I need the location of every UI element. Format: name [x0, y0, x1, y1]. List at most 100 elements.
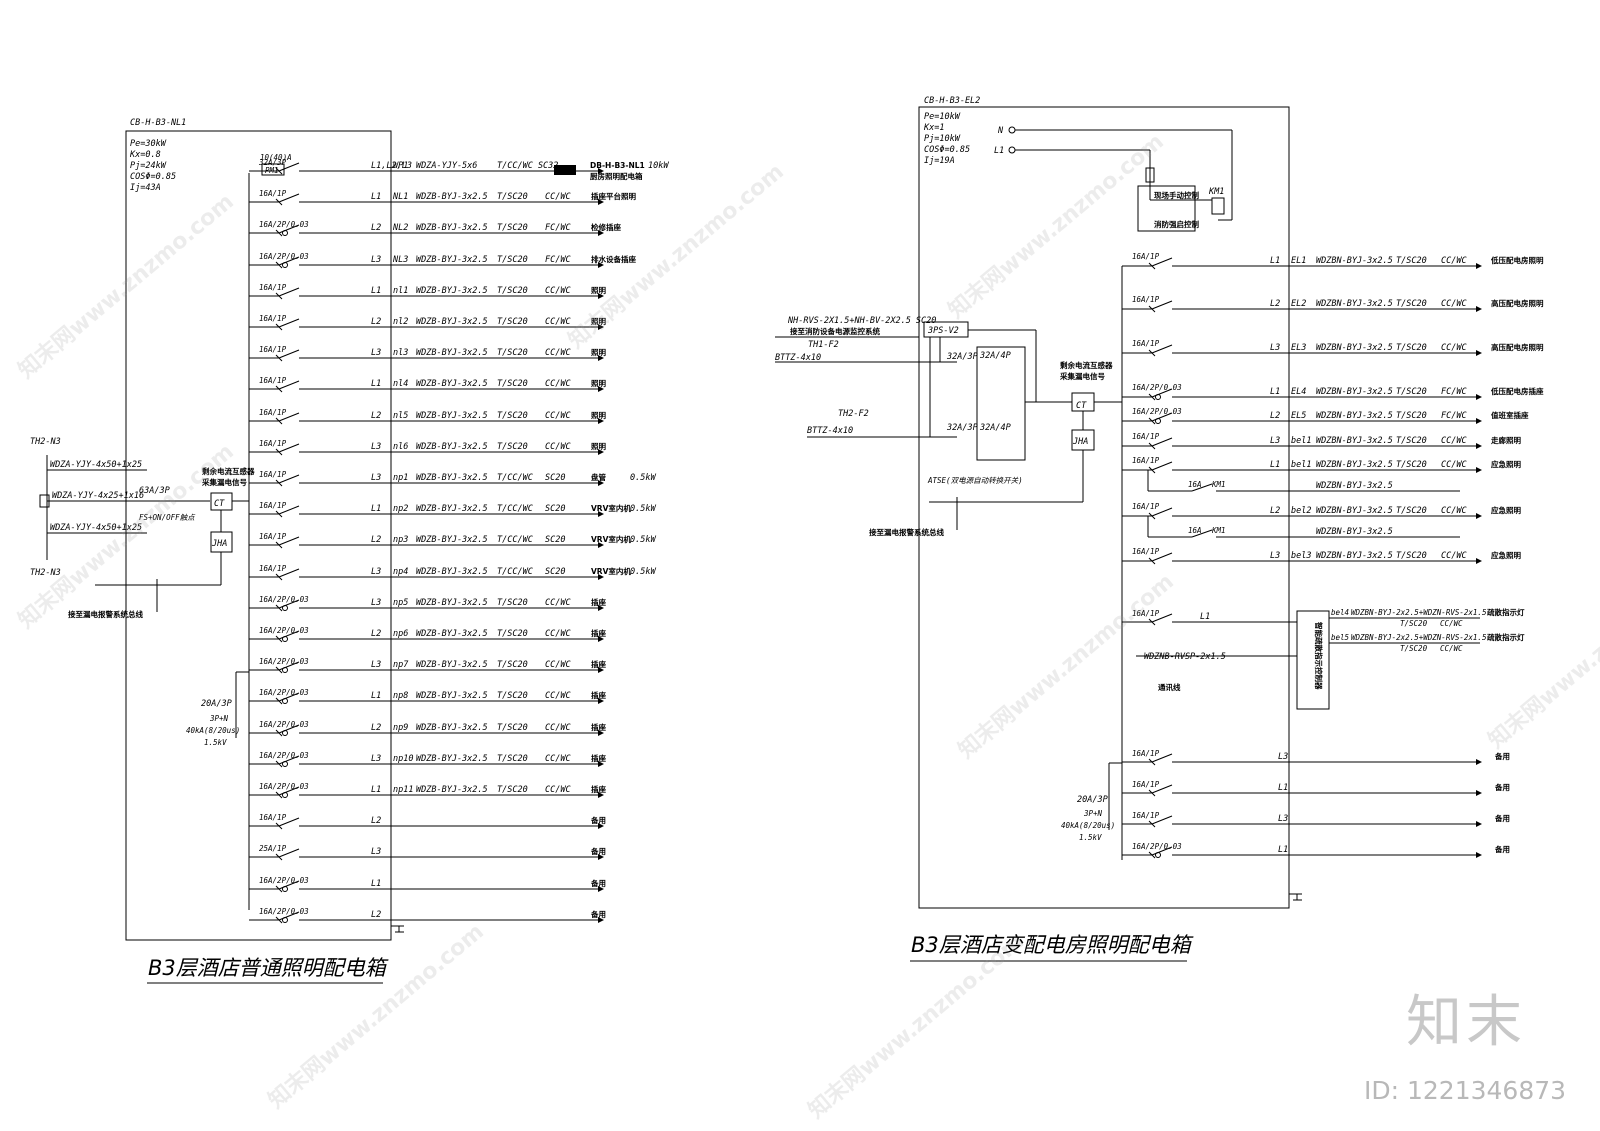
mount-spec: CC/WC — [545, 286, 571, 296]
left-incoming-cable: WDZA-YJY-4x25+1x16 — [52, 491, 144, 501]
left-main-breaker: 63A/3P — [139, 486, 170, 496]
arrow-head — [598, 636, 604, 642]
cable-spec: WDZB-BYJ-3x2.5 — [416, 567, 488, 577]
cable-spec: WDZBN-BYJ-3x2.5 — [1316, 481, 1393, 491]
circuit-use: 插座 — [591, 784, 606, 794]
rcd-symbol — [282, 262, 288, 268]
conduit-spec: T/CC/WC — [497, 504, 534, 514]
breaker-cross — [275, 760, 283, 768]
phase-label: L3 — [1278, 752, 1288, 762]
arrow-head — [1476, 759, 1482, 765]
circuit-number: np2 — [393, 504, 408, 514]
breaker-rating: 32A/3P — [258, 158, 287, 167]
cable-spec: WDZB-BYJ-3x2.5 — [416, 504, 488, 514]
breaker-switch — [278, 380, 300, 390]
phase-label: L2 — [371, 411, 381, 421]
arrow-head — [1476, 467, 1482, 473]
cable-spec: WDZB-BYJ-3x2.5 — [416, 535, 488, 545]
circuit-number: bel1 — [1291, 460, 1311, 470]
breaker-cross — [275, 261, 283, 269]
left-param: Ij=43A — [130, 183, 161, 193]
phase-label: L1 — [371, 286, 381, 296]
arrow-head — [598, 511, 604, 517]
breaker-switch — [278, 443, 300, 453]
circuit-use: 照明 — [591, 317, 606, 326]
circuit-use: 检修插座 — [591, 222, 621, 232]
circuit-power: 0.5kW — [630, 473, 656, 483]
circuit-number: nl6 — [393, 442, 408, 452]
mount-spec: CC/WC — [1441, 299, 1467, 309]
mount-spec: CC/WC — [1441, 551, 1467, 561]
breaker-rating: 16A/1P — [259, 408, 287, 417]
circuit-use: 备用 — [590, 909, 606, 919]
circuit-use: VRV室内机 — [591, 503, 631, 513]
cable-spec: WDZB-BYJ-3x2.5 — [416, 255, 488, 265]
rcd-symbol — [282, 230, 288, 236]
left-ct-label: CT — [214, 499, 225, 509]
phase-label: L3 — [371, 598, 381, 608]
phase-label: L1 — [1270, 387, 1280, 397]
left-incoming-cable: WDZA-YJY-4x50+1x25 — [50, 523, 142, 533]
breaker-cross — [275, 853, 283, 861]
cable-spec: WDZBN-BYJ-3x2.5 — [1316, 411, 1393, 421]
ats-rating: 32A/4P — [979, 351, 1011, 361]
meter-box — [261, 163, 285, 176]
cable-spec: WDZBN-BYJ-2x2.5+WDZN-RVS-2x1.5 — [1351, 633, 1487, 642]
mount-spec: CC/WC — [545, 348, 571, 358]
breaker-rating: 16A/1P — [1132, 432, 1160, 441]
cable-spec: WDZB-BYJ-3x2.5 — [416, 473, 488, 483]
arrow-head — [1476, 558, 1482, 564]
breaker-cross — [275, 292, 283, 300]
conduit-spec: T/CC/WC — [497, 567, 534, 577]
conduit-spec: T/SC20 — [1396, 411, 1427, 421]
phase-label: L2 — [371, 535, 381, 545]
circuit-use: 照明 — [591, 348, 606, 357]
arrow-head — [598, 324, 604, 330]
mount-spec: FC/WC — [1441, 387, 1467, 397]
arrow-head — [598, 854, 604, 860]
cable-spec: WDZB-BYJ-3x2.5 — [416, 629, 488, 639]
breaker-rating: 16A/1P — [259, 532, 287, 541]
left-param: Pj=24kW — [130, 161, 167, 171]
phase-label: L3 — [371, 473, 381, 483]
cable-spec: WDZBN-BYJ-3x2.5 — [1316, 460, 1393, 470]
circuit-use: 备用 — [1494, 782, 1510, 792]
conduit-spec: T/SC20 — [497, 691, 528, 701]
breaker-cross — [1148, 393, 1156, 401]
contactor-switch — [1191, 483, 1213, 492]
right-rcd-note: 采集漏电信号 — [1059, 371, 1105, 381]
conduit-spec: T/CC/WC SC32 — [497, 161, 558, 171]
circuit-number: nl2 — [393, 317, 408, 327]
right-param: Pe=10kW — [924, 112, 961, 122]
conduit-spec: T/SC20 — [497, 379, 528, 389]
conduit-spec: T/CC/WC — [497, 535, 534, 545]
circuit-number: nl3 — [393, 348, 408, 358]
phase-label: L3 — [371, 847, 381, 857]
breaker-rating: 16A/1P — [1132, 502, 1160, 511]
circuit-use: 低压配电房插座 — [1490, 386, 1544, 396]
mount-spec: CC/WC — [545, 317, 571, 327]
breaker-cross — [275, 385, 283, 393]
breaker-cross — [1148, 557, 1156, 565]
cable-spec: WDZB-BYJ-3x2.5 — [416, 379, 488, 389]
circuit-use: 高压配电房照明 — [1491, 298, 1544, 308]
contactor-label: KM1 — [1211, 526, 1226, 535]
phase-label: L2 — [1270, 506, 1280, 516]
breaker-rating: 16A/1P — [259, 501, 287, 510]
circuit-use: 备用 — [590, 878, 606, 888]
breaker-switch — [278, 474, 300, 484]
breaker-rating: 16A/1P — [1132, 339, 1160, 348]
breaker-switch — [1151, 815, 1173, 825]
arrow-head — [598, 823, 604, 829]
conduit-spec: T/SC20 — [497, 598, 528, 608]
phase-label: L1 — [371, 379, 381, 389]
breaker-cross — [1148, 512, 1156, 520]
breaker-switch — [278, 349, 300, 359]
circuit-use: 备用 — [1494, 844, 1510, 854]
phase-label: L1 — [371, 504, 381, 514]
circuit-number: np5 — [393, 598, 408, 608]
arrow-head — [598, 293, 604, 299]
left-param: Kx=0.8 — [129, 150, 161, 160]
arrow-head — [598, 480, 604, 486]
